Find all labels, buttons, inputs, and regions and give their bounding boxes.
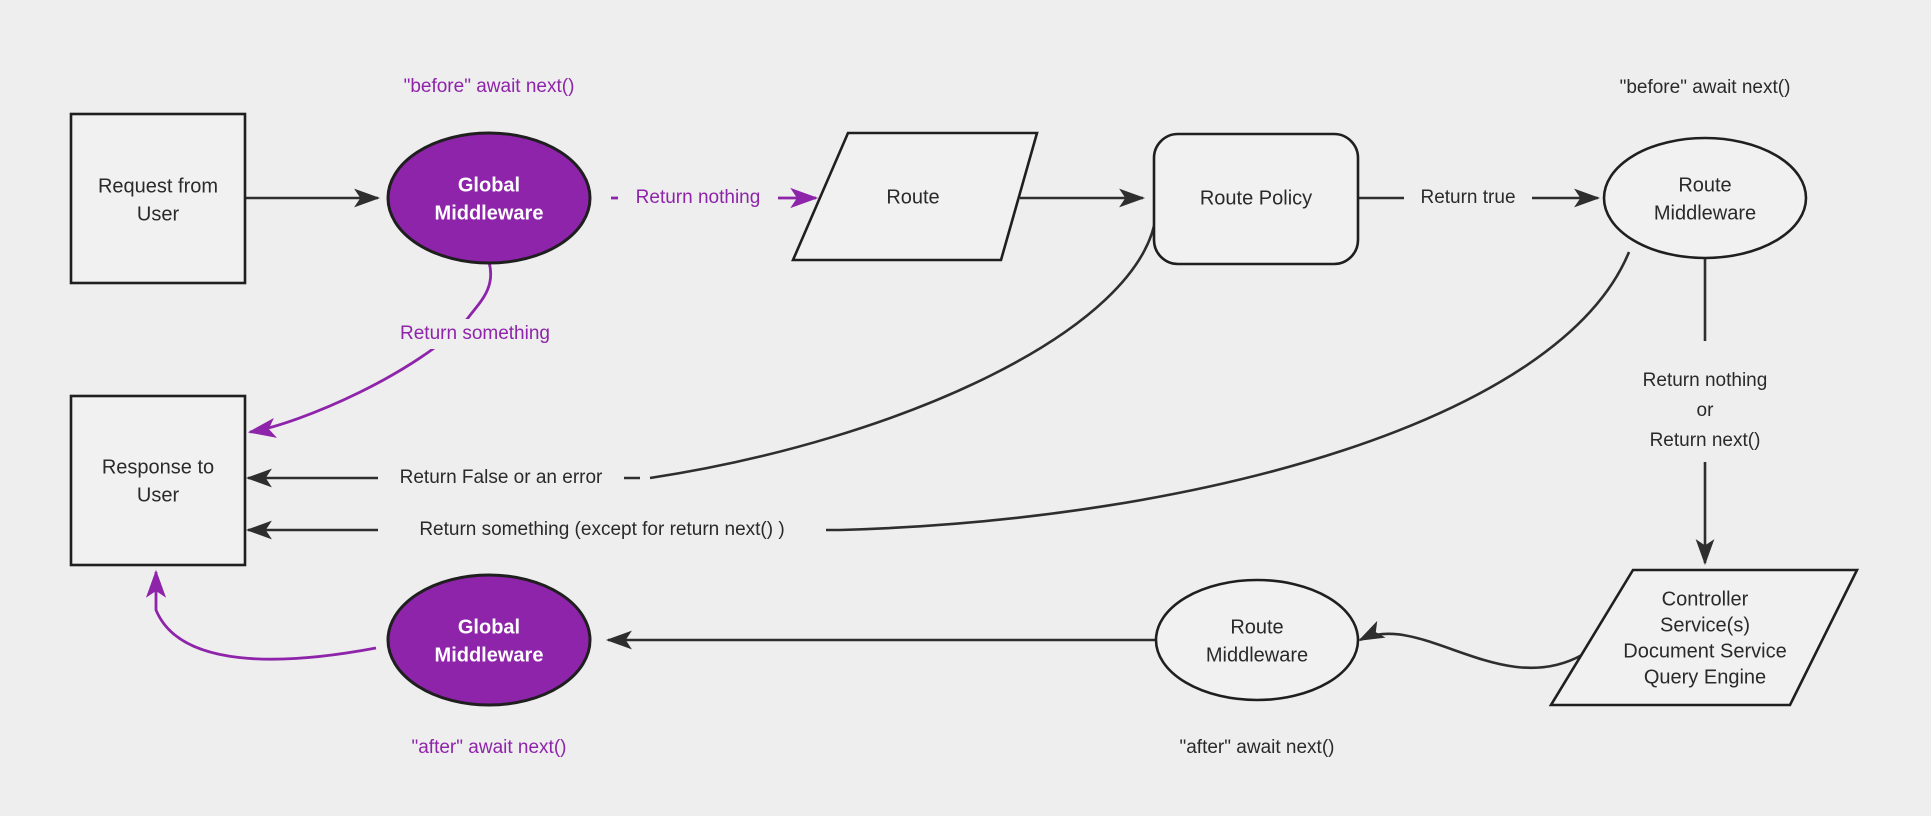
edge-label-return-nothing-or-next-1: Return nothing — [1643, 370, 1768, 391]
edge-label-return-nothing: Return nothing — [636, 187, 761, 208]
node-route-policy[interactable]: Route Policy — [1152, 132, 1360, 266]
label-bg-return-true — [1404, 183, 1532, 213]
edge-label-return-nothing-or-next-3: Return next() — [1650, 430, 1761, 451]
node-route-mw-top-line1: Route — [1678, 174, 1731, 196]
node-route-policy-label: Route Policy — [1200, 187, 1312, 209]
node-controller-line2: Service(s) — [1660, 614, 1750, 636]
node-global-mw-top-line1: Global — [458, 174, 520, 196]
label-bg-return-something-except — [378, 515, 826, 545]
node-request-from-user[interactable]: Request from User — [69, 112, 247, 285]
node-controller-line1: Controller — [1662, 588, 1749, 610]
node-response-line2: User — [137, 484, 180, 506]
node-global-mw-top-line2: Middleware — [435, 202, 544, 224]
label-bg-return-nothing — [618, 183, 778, 213]
edge-label-return-nothing-or-next-2: or — [1697, 400, 1715, 421]
annotation-after-global-middleware: "after" await next() — [412, 737, 567, 758]
edge-global-mw-bottom-to-response-purple — [145, 569, 377, 661]
node-route-mw-bottom-line1: Route — [1230, 616, 1283, 638]
edge-route-mw-to-response-curve — [839, 251, 1631, 532]
edge-route-policy-to-response-curve — [649, 215, 1158, 480]
label-bg-return-nothing-or-next — [1612, 362, 1802, 462]
edge-controller-to-route-middleware-bottom — [1358, 620, 1583, 669]
edge-label-return-something-except: Return something (except for return next… — [419, 519, 784, 540]
annotation-before-route-middleware: "before" await next() — [1620, 77, 1791, 98]
node-controller-line4: Query Engine — [1644, 666, 1766, 688]
node-route-mw-top-line2: Middleware — [1654, 202, 1756, 224]
node-route-mw-bottom-line2: Middleware — [1206, 644, 1308, 666]
annotation-after-route-middleware: "after" await next() — [1180, 737, 1335, 758]
node-global-mw-bottom-line2: Middleware — [435, 644, 544, 666]
node-global-mw-bottom-line1: Global — [458, 616, 520, 638]
edge-label-return-something: Return something — [400, 323, 550, 344]
node-global-middleware-top[interactable]: Global Middleware — [386, 131, 592, 265]
node-route-label: Route — [886, 186, 939, 208]
node-response-line1: Response to — [102, 456, 214, 478]
node-response-to-user[interactable]: Response to User — [69, 394, 247, 567]
node-route-middleware-top[interactable]: Route Middleware — [1602, 136, 1808, 260]
annotation-before-global-middleware: "before" await next() — [404, 76, 575, 97]
node-global-middleware-bottom[interactable]: Global Middleware — [386, 573, 592, 707]
node-route-middleware-bottom[interactable]: Route Middleware — [1154, 578, 1360, 702]
label-bg-return-false — [378, 463, 624, 493]
edge-label-return-true: Return true — [1420, 187, 1515, 208]
node-controller-line3: Document Service — [1623, 640, 1786, 662]
node-request-line2: User — [137, 203, 180, 225]
node-route[interactable]: Route — [791, 131, 1039, 262]
node-controller-services[interactable]: Controller Service(s) Document Service Q… — [1548, 568, 1860, 707]
node-request-line1: Request from — [98, 175, 218, 197]
label-bg-return-something — [382, 319, 568, 349]
edge-label-return-false-or-error: Return False or an error — [400, 467, 603, 488]
